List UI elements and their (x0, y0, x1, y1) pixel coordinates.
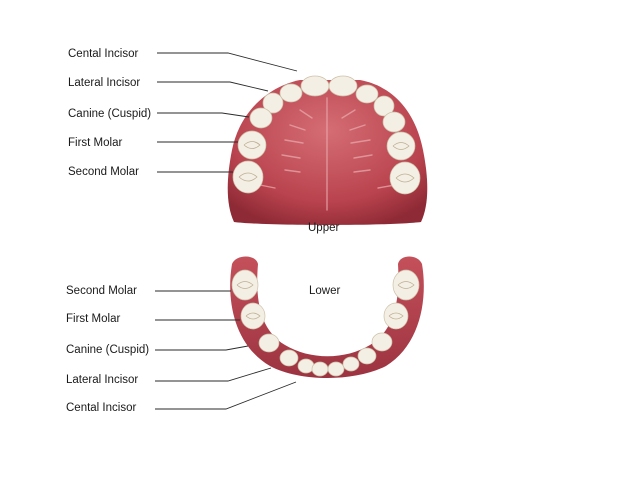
lower-right-canine (357, 347, 377, 365)
lower-left-second-molar-ridge (236, 281, 254, 289)
lower-leader-canine (155, 345, 249, 351)
lower-leader-lateral-incisor (155, 367, 272, 382)
lower-label-second-molar: Second Molar (66, 285, 137, 297)
lower-labels: Second Molar First Molar Canine (Cuspid)… (66, 285, 297, 414)
lower-label-first-molar: First Molar (66, 313, 120, 325)
lower-title: Lower (309, 285, 340, 297)
lower-right-first-molar-ridge (388, 312, 404, 320)
upper-label-central-incisor: Cental Incisor (68, 48, 138, 60)
upper-left-first-premolar (249, 107, 273, 129)
upper-left-lateral-incisor (279, 83, 303, 103)
upper-leader-central-incisor (157, 52, 298, 72)
upper-left-second-molar (232, 160, 264, 194)
upper-left-first-molar-ridge (243, 141, 261, 149)
lower-left-first-molar (240, 302, 266, 330)
upper-right-lateral-incisor (355, 84, 379, 104)
lower-right-lateral-incisor (342, 356, 360, 372)
upper-left-second-molar-ridge (238, 172, 258, 182)
lower-left-lateral-incisor (297, 358, 315, 374)
upper-left-central-incisor (300, 75, 330, 97)
lower-label-central-incisor: Cental Incisor (66, 402, 136, 414)
lower-left-canine (279, 349, 299, 367)
lower-left-first-molar-ridge (245, 312, 261, 320)
upper-right-first-premolar (382, 111, 406, 133)
lower-right-central-incisor (327, 361, 345, 377)
upper-label-lateral-incisor: Lateral Incisor (68, 77, 140, 89)
upper-right-canine (373, 95, 395, 117)
lower-right-first-molar (383, 302, 409, 330)
palate-texture (259, 97, 396, 211)
lower-right-second-molar (392, 269, 420, 301)
lower-label-lateral-incisor: Lateral Incisor (66, 374, 138, 386)
upper-right-first-molar-ridge (392, 142, 410, 150)
upper-label-first-molar: First Molar (68, 137, 122, 149)
lower-label-canine: Canine (Cuspid) (66, 344, 149, 356)
upper-label-canine: Canine (Cuspid) (68, 108, 151, 120)
lower-left-central-incisor (311, 361, 329, 377)
lower-right-second-molar-ridge (397, 281, 415, 289)
lower-right-premolar (371, 332, 393, 352)
upper-right-first-molar (386, 131, 416, 161)
upper-leader-lateral-incisor (157, 81, 269, 92)
lower-leader-central-incisor (155, 381, 297, 410)
lower-left-second-molar (231, 269, 259, 301)
upper-labels: Cental Incisor Lateral Incisor Canine (C… (68, 48, 298, 178)
upper-right-second-molar (389, 161, 421, 195)
upper-leader-canine (157, 112, 250, 118)
upper-right-second-molar-ridge (395, 173, 415, 183)
upper-title: Upper (308, 222, 339, 234)
upper-label-second-molar: Second Molar (68, 166, 139, 178)
upper-left-canine (262, 92, 284, 114)
upper-jaw: Upper (227, 75, 428, 234)
upper-left-first-molar (237, 130, 267, 160)
lower-left-premolar (258, 333, 280, 353)
lower-jaw: Lower (230, 256, 424, 378)
upper-right-central-incisor (328, 75, 358, 97)
